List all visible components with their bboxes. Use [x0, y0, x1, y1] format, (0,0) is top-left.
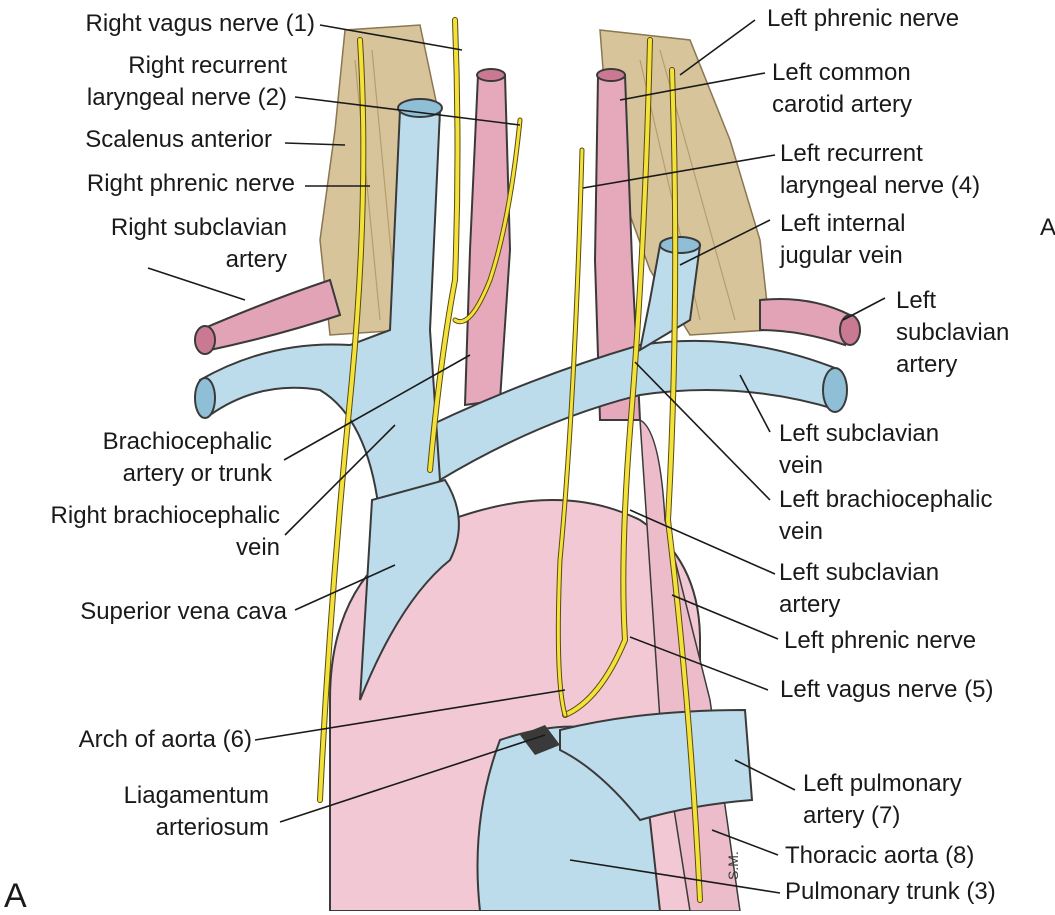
panel-letter-bottom-left: A — [4, 877, 27, 915]
left-pulmonary-artery — [559, 708, 754, 822]
label-superior-vena-cava: Superior vena cava — [80, 598, 287, 625]
label-left-phrenic-nerve-mid: Left phrenic nerve — [784, 627, 977, 654]
right-subclavian-artery — [198, 278, 342, 352]
label-right-vagus-nerve: Right vagus nerve (1) — [85, 10, 315, 37]
label-thoracic-aorta: Thoracic aorta (8) — [785, 842, 975, 869]
ligamentum-arteriosum — [520, 725, 560, 755]
scalenus-muscles — [319, 24, 771, 336]
signature: S.M. — [725, 851, 741, 880]
right-brachiocephalic-vein — [198, 109, 442, 521]
label-scalenus-anterior: Scalenus anterior — [85, 126, 272, 153]
label-pulmonary-trunk: Pulmonary trunk (3) — [785, 878, 996, 905]
leader-lines — [147, 19, 886, 894]
panel-letter-right-edge: A — [1040, 214, 1055, 241]
nerves — [317, 17, 703, 903]
label-right-phrenic-nerve: Right phrenic nerve — [86, 170, 295, 197]
label-left-vagus-nerve: Left vagus nerve (5) — [780, 676, 994, 703]
label-left-phrenic-nerve-top: Left phrenic nerve — [767, 5, 960, 32]
superior-vena-cava — [359, 478, 460, 701]
label-arch-of-aorta: Arch of aorta (6) — [78, 726, 252, 753]
left-subclavian-artery-distal — [759, 298, 852, 347]
